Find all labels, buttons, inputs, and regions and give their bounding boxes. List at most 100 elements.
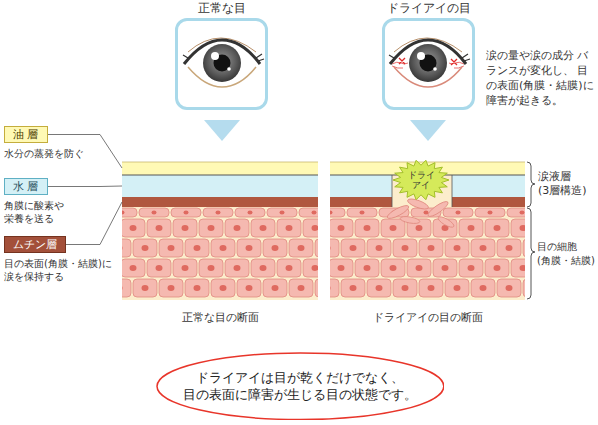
drawing-part — [168, 285, 175, 291]
drawing-part — [122, 279, 131, 297]
drawing-part — [330, 207, 525, 300]
label-holder: 涙液層 (3層構造) — [538, 170, 594, 198]
drawing-part — [330, 162, 525, 163]
drawing-part — [312, 225, 319, 231]
drawing-part — [497, 239, 521, 257]
drawing-part — [381, 219, 405, 237]
drawing-part — [424, 211, 429, 215]
drawing-part — [364, 265, 371, 271]
drawing-part — [182, 225, 189, 231]
drawing-part — [330, 211, 333, 215]
drawing-part — [452, 175, 525, 197]
drawing-part — [152, 211, 157, 215]
drawing-part — [237, 239, 261, 257]
drawing-part — [488, 211, 493, 215]
drawing-part — [511, 219, 525, 237]
drawing-part — [494, 265, 501, 271]
drawing-part — [220, 245, 227, 251]
layer-description: 水分の蒸発を防ぐ — [4, 147, 122, 160]
drawing-part — [122, 207, 318, 300]
drawing-part — [364, 225, 371, 231]
drawing-part — [402, 285, 409, 291]
drawing-part — [338, 225, 345, 231]
drawing-part — [350, 285, 357, 291]
drawing-part — [142, 285, 149, 291]
drawing-part — [523, 279, 525, 297]
drawing-part — [303, 219, 318, 237]
drawing-part — [347, 208, 377, 217]
drawing-part — [260, 265, 267, 271]
drawing-part — [350, 245, 357, 251]
drawing-part — [173, 219, 197, 237]
drawing-part — [159, 279, 183, 297]
drawing-part — [443, 208, 473, 217]
drawing-part — [122, 175, 318, 176]
drawing-part — [312, 211, 317, 215]
drawing-part — [419, 239, 443, 257]
drawing-part — [298, 285, 305, 291]
icon-frame — [175, 18, 268, 110]
drawing-part — [330, 285, 331, 291]
drawing-part — [407, 259, 431, 277]
drawing-part — [142, 245, 149, 251]
drawing-part — [400, 215, 421, 224]
drawing-part — [471, 239, 495, 257]
leader-line — [66, 202, 122, 245]
drawing-part — [494, 225, 501, 231]
drawing-part — [267, 208, 297, 217]
layer-name: 水 層 — [4, 178, 48, 195]
normal-cross-section — [95, 162, 339, 300]
drawing-part — [122, 211, 125, 215]
ellipse-outline — [157, 353, 444, 420]
drawing-part — [203, 44, 241, 82]
drawing-part — [130, 265, 137, 271]
drawing-part — [330, 259, 353, 277]
drawing-part — [399, 58, 457, 65]
drawing-part — [330, 239, 339, 257]
leader-line — [48, 186, 123, 188]
drawing-part — [386, 197, 456, 229]
starburst-badge: ドライ アイ — [392, 159, 450, 201]
drawing-part — [330, 245, 331, 251]
drawing-part — [523, 239, 525, 257]
drawing-part — [133, 279, 157, 297]
drawing-part — [376, 285, 383, 291]
drawing-part — [277, 219, 301, 237]
drawing-part — [394, 67, 462, 87]
drawing-part — [171, 208, 201, 217]
drawing-part — [203, 44, 241, 82]
layer-description: 目の表面(角膜・結膜)に 涙を保持する — [4, 257, 122, 283]
drawing-part — [211, 279, 235, 297]
drawing-part — [272, 245, 279, 251]
drawing-part — [402, 245, 409, 251]
drawing-part — [520, 225, 526, 231]
drawing-part — [203, 208, 233, 217]
drawing-part — [122, 162, 318, 163]
drawing-part — [497, 279, 521, 297]
drawing-part — [393, 239, 417, 257]
drawing-part — [289, 239, 313, 257]
drawing-part — [506, 285, 513, 291]
drawing-part — [122, 245, 123, 251]
summary-ellipse: ドライアイは目が乾くだけでなく、 目の表面に障害が生じる目の状態です。 — [156, 352, 445, 421]
drawing-part — [454, 285, 461, 291]
drawing-part — [409, 44, 447, 82]
drawing-part — [234, 265, 241, 271]
drawing-part — [389, 54, 470, 61]
bracket-label: 目の細胞 (角膜・結膜) — [537, 240, 596, 268]
drawing-part — [260, 225, 267, 231]
drawing-part — [184, 211, 189, 215]
drawing-part — [355, 259, 379, 277]
drawing-part — [280, 211, 285, 215]
drawing-part — [390, 265, 397, 271]
layer-label: 油 層水分の蒸発を防ぐ — [4, 123, 122, 160]
label-holder: 涙の量や涙の成分 バランスが変化し、 目の表面(角膜・結膜)に障害が起きる。 — [486, 48, 594, 108]
drawing-part — [480, 245, 487, 251]
drawing-part — [122, 259, 145, 277]
bracket — [527, 162, 535, 207]
drawing-part — [315, 239, 318, 257]
drawing-part — [235, 208, 265, 217]
eye-heading: 正常な目 — [175, 0, 268, 16]
drawing-part — [459, 259, 483, 277]
